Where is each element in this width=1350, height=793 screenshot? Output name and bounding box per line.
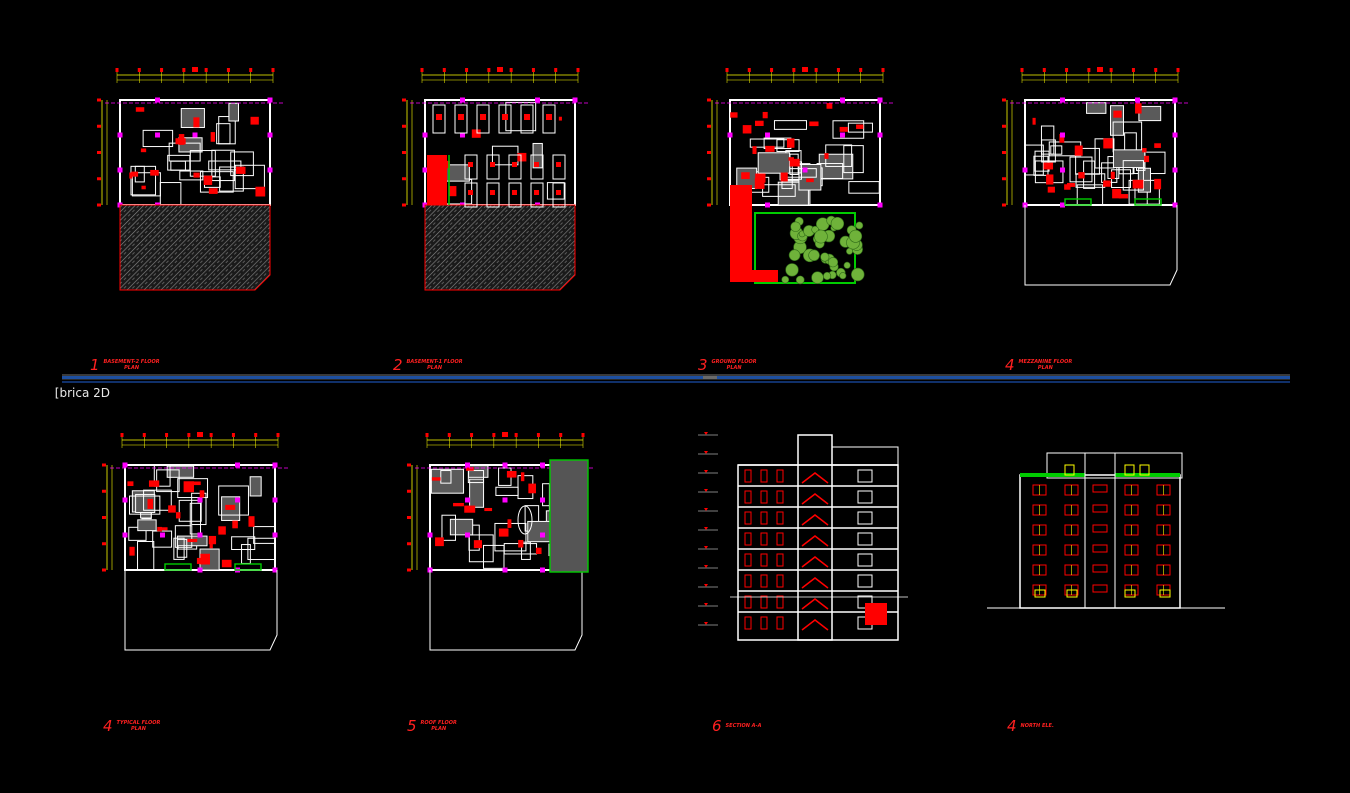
drawing-number: 3 xyxy=(698,355,708,374)
drawing-title-text: MEZZANINE FLOOR xyxy=(1018,358,1073,365)
drawing-title-text: TYPICAL FLOOR xyxy=(116,719,161,726)
splitter-grip-icon[interactable] xyxy=(703,376,717,379)
drawing-title-text: BASEMENT-1 FLOOR xyxy=(406,358,463,365)
drawing-title-text: SECTION A-A xyxy=(725,722,762,729)
drawing-number: 1 xyxy=(90,355,100,374)
section-a-a-drawing[interactable] xyxy=(690,425,920,650)
drawing-title-subtext: PLAN xyxy=(124,364,140,371)
north-elevation-drawing[interactable] xyxy=(985,445,1230,620)
layout-tab-label[interactable]: brica 2D] xyxy=(54,386,110,400)
drawing-title-text: NORTH ELE. xyxy=(1020,722,1054,729)
floor-plan-ground[interactable] xyxy=(700,55,900,295)
drawing-number: 4 xyxy=(1007,716,1017,735)
floor-plan-basement-1[interactable] xyxy=(395,55,595,295)
drawing-number: 4 xyxy=(1005,355,1015,374)
viewport-splitter[interactable] xyxy=(62,374,1290,384)
drawing-title-subtext: PLAN xyxy=(431,725,447,732)
floor-plan-typical[interactable] xyxy=(95,420,295,660)
drawing-number: 2 xyxy=(393,355,403,374)
drawing-title-text: BASEMENT-2 FLOOR xyxy=(103,358,160,365)
drawing-number: 5 xyxy=(407,716,417,735)
drawing-number: 4 xyxy=(103,716,113,735)
drawing-number: 6 xyxy=(712,716,722,735)
floor-plan-mezzanine[interactable] xyxy=(995,55,1195,295)
drawing-title-text: ROOF FLOOR xyxy=(420,719,457,726)
drawing-title-subtext: PLAN xyxy=(1037,364,1053,371)
drawing-title-subtext: PLAN xyxy=(726,364,742,371)
floor-plan-basement-2[interactable] xyxy=(90,55,290,295)
drawing-title-subtext: PLAN xyxy=(427,364,443,371)
floor-plan-roof[interactable] xyxy=(400,420,600,660)
drawing-title-subtext: PLAN xyxy=(130,725,146,732)
drawing-title-text: GROUND FLOOR xyxy=(711,358,757,365)
